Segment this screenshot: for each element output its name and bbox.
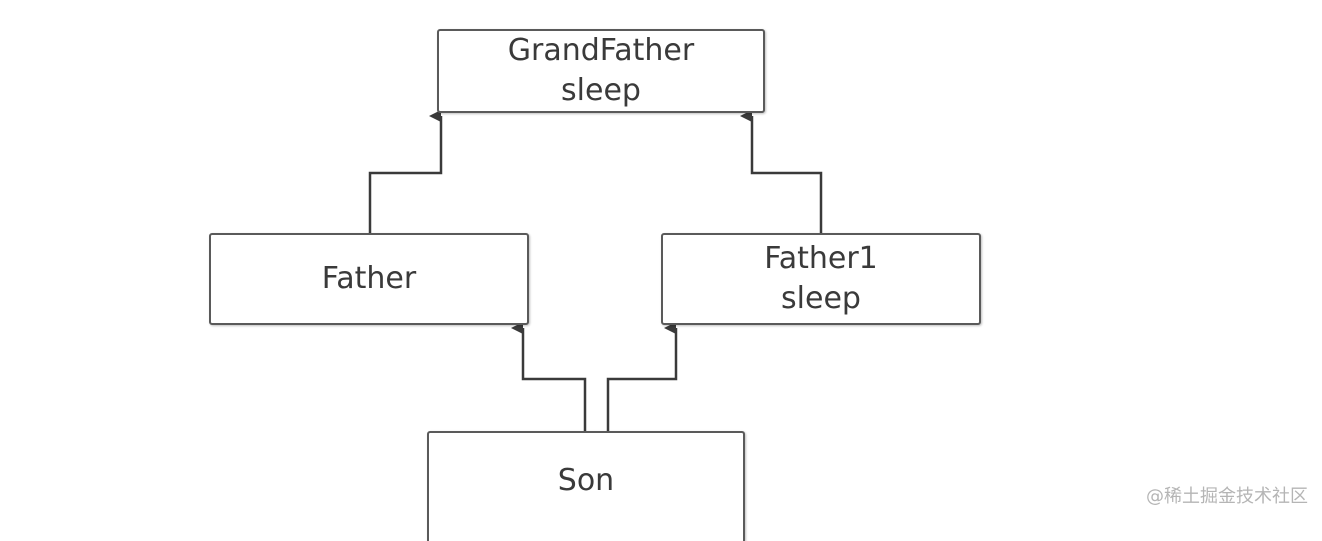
watermark: @稀土掘金技术社区 [1146, 486, 1308, 507]
edge-son-to-father1 [606, 322, 678, 431]
edge-father1-to-grandfather [740, 110, 823, 233]
father-class-name: Father [321, 261, 417, 296]
son-node: Son [427, 431, 745, 541]
father1-node: Father1 sleep [661, 233, 981, 325]
son-label-wrap: Son [558, 461, 614, 501]
father1-class-name: Father1 [764, 241, 878, 276]
edge-father-to-grandfather [368, 110, 443, 233]
edge-son-to-father [511, 322, 587, 431]
grandfather-method: sleep [561, 73, 641, 108]
father1-method: sleep [781, 281, 861, 316]
grandfather-node: GrandFather sleep [437, 29, 765, 113]
grandfather-class-name: GrandFather [507, 33, 695, 68]
son-class-name: Son [557, 463, 615, 498]
inheritance-edges [368, 110, 823, 431]
father-node: Father [209, 233, 529, 325]
